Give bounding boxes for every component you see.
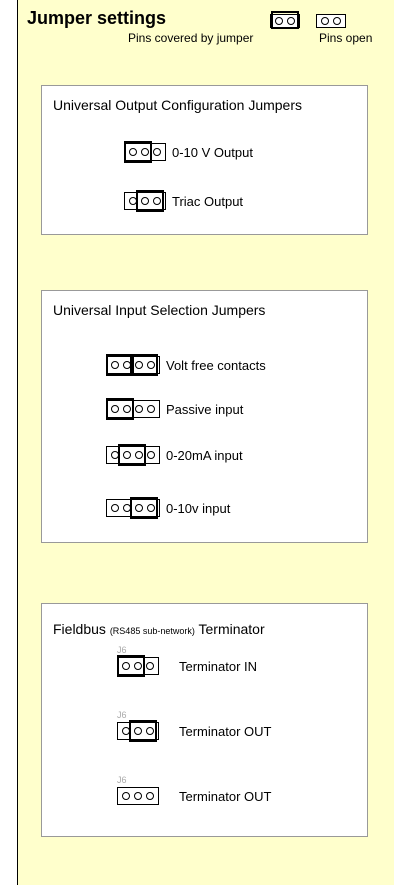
pin [122, 792, 130, 800]
page-title: Jumper settings [27, 8, 167, 28]
jumper-cap [117, 655, 145, 677]
jumper-row: Triac Output [124, 190, 244, 212]
pin-header [124, 141, 166, 163]
jumper-row: 0-10 V Output [124, 141, 253, 163]
pin [122, 662, 130, 670]
pin-header [117, 720, 159, 742]
jumper-row: 0-10v input [106, 497, 231, 519]
jumper-row: 0-20mA input [106, 444, 243, 466]
output-section-title: Universal Output Configuration Jumpers [53, 97, 303, 113]
jumper-row-label: Passive input [166, 401, 244, 417]
pin-header [117, 787, 159, 805]
jumper-cap [124, 141, 152, 163]
jumper-id-tag: J6 [117, 645, 127, 655]
jumper-id-tag: J6 [117, 775, 127, 785]
pin [135, 451, 143, 459]
jumper-row-label: Terminator OUT [179, 788, 272, 804]
fieldbus-terminator-box: Fieldbus (RS485 sub-network) Terminator … [41, 603, 368, 837]
pin-header [106, 444, 160, 466]
jumper-row-label: Terminator OUT [179, 723, 272, 739]
legend-covered-symbol [270, 11, 300, 29]
jumper-cap [130, 497, 158, 519]
input-section-title: Universal Input Selection Jumpers [53, 302, 266, 318]
jumper-cap [106, 398, 134, 420]
pin-header [117, 655, 159, 677]
pin-header [124, 190, 166, 212]
jumper-row: Terminator IN [117, 655, 258, 677]
pin [141, 148, 149, 156]
pin [153, 197, 161, 205]
pin [147, 504, 155, 512]
pin [129, 148, 137, 156]
pin [123, 405, 131, 413]
jumper-row-label: Volt free contacts [166, 357, 266, 373]
pin-header [106, 398, 160, 420]
fieldbus-section-title: Fieldbus (RS485 sub-network) Terminator [53, 621, 265, 637]
pin [111, 504, 119, 512]
jumper-cap [136, 190, 164, 212]
fieldbus-title-main: Fieldbus [53, 621, 106, 637]
legend-open-label: Pins open [319, 31, 373, 45]
jumper-settings-panel: Jumper settings Pins covered by jumper P… [17, 0, 394, 885]
pin [146, 727, 154, 735]
pin [147, 361, 155, 369]
jumper-row-label: 0-20mA input [166, 447, 243, 463]
jumper-row-label: Triac Output [172, 193, 244, 209]
fieldbus-title-small: (RS485 sub-network) [109, 626, 195, 636]
pin [147, 451, 155, 459]
pin [135, 361, 143, 369]
pin [111, 405, 119, 413]
legend-open-symbol [316, 14, 346, 28]
fieldbus-title-end: Terminator [198, 621, 265, 637]
pin [123, 451, 131, 459]
pin [135, 405, 143, 413]
pin [135, 504, 143, 512]
jumper-row: Terminator OUT [117, 787, 271, 805]
pin [146, 792, 154, 800]
pin [134, 662, 142, 670]
pin [111, 361, 119, 369]
pin [134, 727, 142, 735]
pin [141, 197, 149, 205]
output-jumpers-box: Universal Output Configuration Jumpers 0… [41, 85, 368, 235]
jumper-row-label: Terminator IN [179, 658, 258, 674]
jumper-cap [106, 354, 134, 376]
legend-covered-label: Pins covered by jumper [128, 31, 254, 45]
pin [134, 792, 142, 800]
jumper-row: Passive input [106, 398, 244, 420]
jumper-id-tag: J6 [117, 710, 127, 720]
jumper-row: Terminator OUT [117, 720, 272, 742]
jumper-cap [129, 720, 157, 742]
jumper-cap [118, 444, 146, 466]
jumper-row-label: 0-10 V Output [172, 144, 253, 160]
jumper-row-label: 0-10v input [166, 500, 231, 516]
jumper-row: Volt free contacts [106, 354, 266, 376]
pin-header [106, 497, 160, 519]
input-jumpers-box: Universal Input Selection Jumpers Volt f… [41, 290, 368, 543]
pin [147, 405, 155, 413]
pin-header [106, 354, 160, 376]
pin [153, 148, 161, 156]
jumper-cap [130, 354, 158, 376]
pin [146, 662, 154, 670]
